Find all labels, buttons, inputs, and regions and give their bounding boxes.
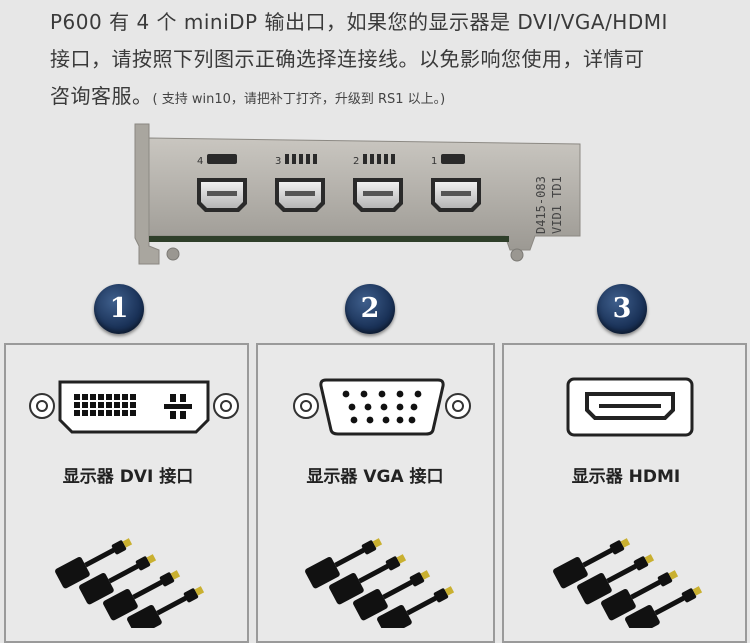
port-number-4: 4 [197, 156, 203, 167]
intro-line-1: P600 有 4 个 miniDP 输出口，如果您的显示器是 DVI/VGA/H… [50, 10, 668, 34]
option-number-badge-2: 2 [345, 284, 395, 334]
option-number-badge-3: 3 [597, 284, 647, 334]
intro-line-3: 咨询客服。( 支持 win10，请把补丁打齐，升级到 RS1 以上。) [50, 84, 446, 108]
vga-port-icon [293, 378, 471, 436]
vga-adapter-cables-image [305, 538, 455, 628]
hdmi-port-icon [566, 377, 694, 437]
mini-dp-ports [197, 178, 481, 212]
dvi-adapter-cables-image [55, 538, 205, 628]
option-label-vga: 显示器 VGA 接口 [306, 467, 444, 487]
graphics-card-image: 4 3 2 1 D415-083 VID1 TD1 [134, 123, 581, 265]
option-label-hdmi: 显示器 HDMI [571, 467, 681, 487]
hdmi-adapter-cables-image [553, 538, 703, 628]
option-number-badge-1: 1 [94, 284, 144, 334]
bracket-text-2: VID1 TD1 [550, 176, 564, 234]
port-number-2: 2 [353, 156, 359, 167]
option-label-dvi: 显示器 DVI 接口 [62, 467, 194, 487]
bracket-text-1: D415-083 [534, 176, 548, 234]
intro-text: P600 有 4 个 miniDP 输出口，如果您的显示器是 DVI/VGA/H… [50, 4, 730, 118]
port-number-3: 3 [275, 156, 281, 167]
intro-line-2: 接口，请按照下列图示正确选择连接线。以免影响您使用，详情可 [50, 47, 645, 71]
intro-note: ( 支持 win10，请把补丁打齐，升级到 RS1 以上。) [152, 92, 446, 107]
dvi-port-icon [29, 380, 239, 434]
port-number-1: 1 [431, 156, 437, 167]
